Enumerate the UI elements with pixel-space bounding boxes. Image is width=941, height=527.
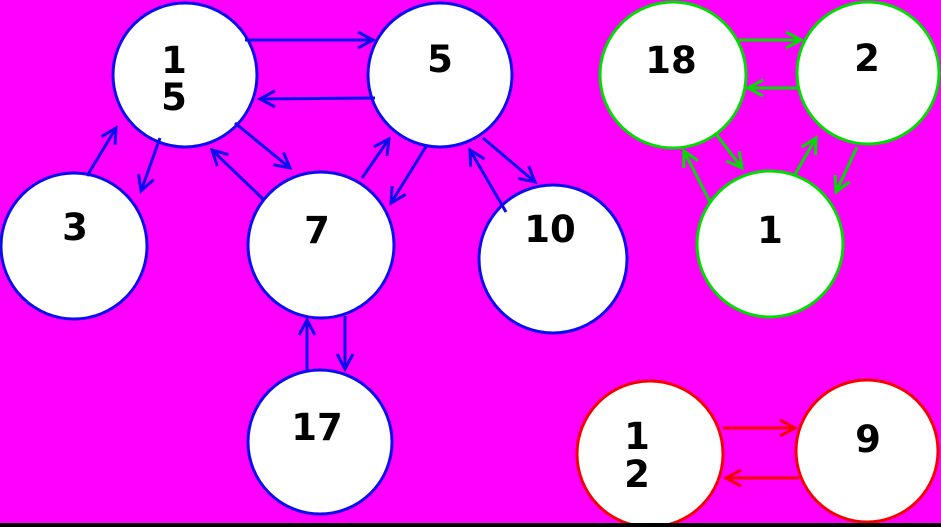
edge-5-to-15 — [256, 89, 376, 109]
node-label-3: 3 — [62, 206, 88, 249]
edge-15-to-3 — [137, 137, 162, 195]
graph-node-18 — [598, 0, 748, 150]
node-label-17: 17 — [291, 406, 343, 449]
node-label-9: 9 — [855, 418, 881, 461]
edge-5-to-10 — [482, 136, 538, 185]
graph-node-5 — [366, 1, 514, 149]
node-label-2: 2 — [854, 37, 880, 80]
edge-7-to-5 — [360, 136, 391, 179]
edge-5-to-7 — [389, 144, 429, 206]
node-label-12-line1: 1 — [624, 415, 650, 458]
node-label-5: 5 — [427, 38, 453, 81]
edge-10-to-5 — [468, 147, 508, 213]
edge-7-to-15 — [209, 147, 266, 202]
graph-node-7 — [246, 170, 396, 320]
node-label-7: 7 — [304, 209, 330, 252]
graph-node-2 — [795, 0, 941, 146]
edge-3-to-15 — [85, 125, 118, 177]
graph-node-9 — [794, 378, 940, 524]
graph-node-12 — [575, 379, 725, 527]
graph-node-3 — [0, 171, 149, 321]
edge-2-to-1 — [833, 146, 859, 195]
node-label-15-line1: 1 — [161, 39, 187, 82]
graph-node-17 — [246, 368, 394, 516]
graph-node-1 — [695, 169, 845, 319]
node-label-12-line2: 2 — [624, 453, 650, 496]
graph-node-10 — [477, 183, 629, 335]
edge-18-to-1 — [714, 133, 744, 171]
edge-1-to-18 — [682, 148, 712, 203]
edge-1-to-2 — [792, 135, 818, 177]
node-label-18: 18 — [645, 39, 697, 82]
edge-15-to-7 — [234, 121, 293, 171]
node-label-10: 10 — [524, 208, 576, 251]
graph-node-15 — [111, 1, 259, 149]
bottom-edge-bar — [0, 523, 941, 527]
node-label-15-line2: 5 — [161, 76, 187, 119]
node-label-1: 1 — [757, 209, 783, 252]
